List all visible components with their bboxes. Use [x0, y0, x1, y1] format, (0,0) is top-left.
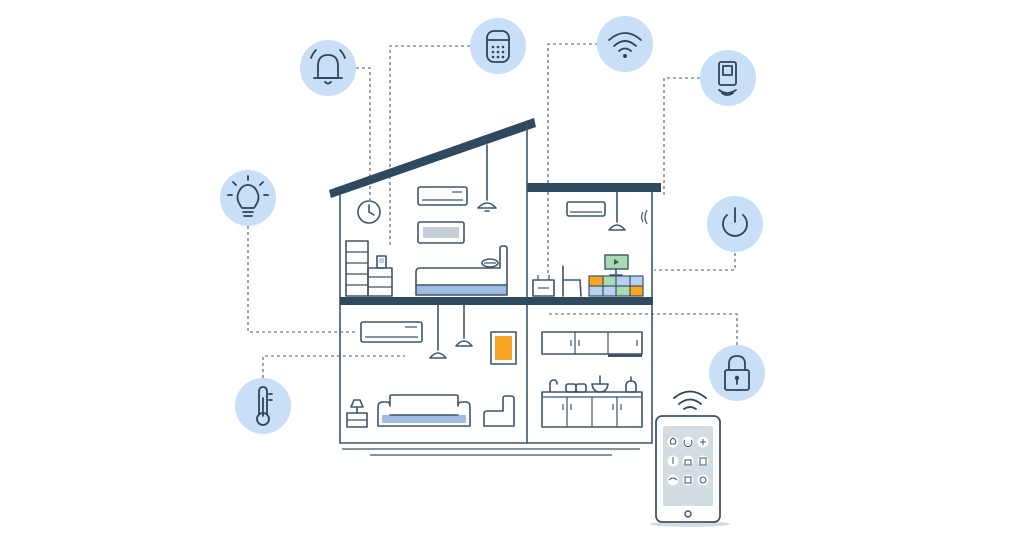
- lower-cabinets: [541, 391, 643, 428]
- phone-wifi-arc-2: [678, 398, 702, 405]
- connector-power: [654, 253, 736, 271]
- roof-slope: [329, 118, 536, 198]
- wifi-icon[interactable]: [597, 16, 653, 72]
- phone-window-icon: [684, 476, 692, 484]
- pendant-lamp-bedroom: [477, 144, 497, 212]
- light-bulb-icon[interactable]: [220, 170, 276, 226]
- thermostat-icon[interactable]: [700, 50, 756, 106]
- connector-thermometer: [262, 355, 405, 378]
- wall-art: [490, 331, 517, 365]
- phone-wifi-icon: [668, 477, 678, 481]
- roof-flat: [527, 183, 661, 192]
- connector-lines: [247, 43, 738, 378]
- computer-monitor: [604, 254, 629, 276]
- phone-app-grid[interactable]: [667, 436, 709, 486]
- power-icon[interactable]: [707, 196, 763, 252]
- floor-upper: [340, 297, 653, 305]
- connector-lock: [548, 313, 738, 345]
- wall-clock: [357, 200, 381, 224]
- kitchen: [541, 331, 643, 428]
- armchair: [483, 395, 515, 427]
- connector-thermostat: [663, 77, 700, 195]
- pendant-lamps-living: [429, 304, 473, 359]
- table-lamp: [346, 399, 368, 428]
- connector-wifi: [547, 43, 598, 275]
- wall-panel: [417, 221, 465, 244]
- chair-office: [562, 265, 582, 297]
- upper-cabinets: [541, 331, 643, 357]
- air-conditioner-bedroom: [417, 186, 468, 206]
- air-conditioner-office: [566, 201, 606, 217]
- bed: [415, 245, 508, 296]
- smartphone[interactable]: [650, 390, 730, 528]
- connector-speaker: [389, 45, 470, 245]
- phone-bulb-icon: [669, 437, 677, 445]
- thermometer-icon[interactable]: [235, 378, 291, 434]
- phone-speaker-icon: [699, 457, 707, 466]
- side-table-office: [532, 275, 555, 297]
- air-conditioner-living: [360, 321, 423, 343]
- phone-wifi-arc-1: [673, 390, 707, 399]
- house: [329, 118, 661, 456]
- bell-icon[interactable]: [300, 40, 356, 96]
- living-room: [346, 304, 517, 428]
- office: [532, 191, 648, 297]
- dresser: [345, 240, 393, 297]
- phone-power-icon: [683, 439, 693, 448]
- phone-lock-icon: [684, 459, 692, 466]
- smart-speaker-icon[interactable]: [470, 18, 526, 74]
- lock-icon[interactable]: [709, 345, 765, 401]
- phone-clock-icon: [699, 476, 707, 484]
- cubby-shelf: [588, 275, 644, 297]
- wall-sensor: [640, 209, 648, 225]
- connector-bell: [356, 67, 371, 200]
- sofa: [377, 394, 471, 427]
- pendant-lamp-office: [608, 191, 626, 231]
- phone-wifi-arc-3: [683, 406, 697, 410]
- phone-fan-icon: [700, 439, 706, 445]
- phone-home-button: [684, 510, 692, 518]
- bedroom: [345, 144, 508, 297]
- countertop-items: [549, 375, 637, 393]
